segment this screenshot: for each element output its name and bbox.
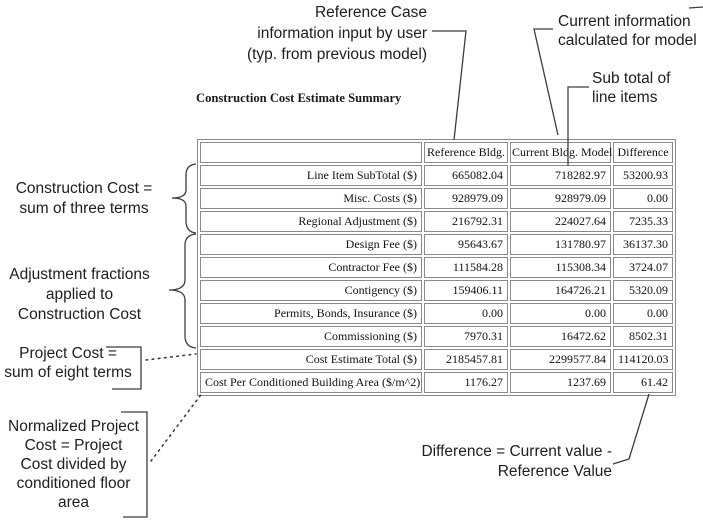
- annotation-normalized-cost: Normalized Project Cost = Project Cost d…: [8, 418, 139, 511]
- annotation-current-info: Current information calculated for model: [558, 13, 697, 49]
- corner-cell: [200, 142, 422, 163]
- table-row: Permits, Bonds, Insurance ($) 0.00 0.00 …: [200, 303, 673, 324]
- col-header-difference: Difference: [613, 142, 673, 163]
- difference-value-cell: 8502.31: [613, 326, 673, 347]
- col-header-reference: Reference Bldg.: [424, 142, 508, 163]
- row-label-cell: Regional Adjustment ($): [200, 211, 422, 232]
- annotation-project-cost: Project Cost = sum of eight terms: [4, 345, 132, 381]
- reference-value-cell: 2185457.81: [424, 349, 508, 370]
- brace-construction-cost: [171, 163, 197, 234]
- table-row: Regional Adjustment ($) 216792.31 224027…: [200, 211, 673, 232]
- row-label-cell: Commissioning ($): [200, 326, 422, 347]
- table-row: Contigency ($) 159406.11 164726.21 5320.…: [200, 280, 673, 301]
- reference-value-cell: 928979.09: [424, 188, 508, 209]
- annotation-difference: Difference = Current value - Reference V…: [421, 443, 612, 480]
- table-header-row: Reference Bldg. Current Bldg. Model Diff…: [200, 142, 673, 163]
- callout-line-difference: [612, 393, 650, 465]
- difference-value-cell: 5320.09: [613, 280, 673, 301]
- annotation-subtotal: Sub total of line items: [592, 70, 671, 106]
- difference-value-cell: 3724.07: [613, 257, 673, 278]
- reference-value-cell: 7970.31: [424, 326, 508, 347]
- difference-value-cell: 61.42: [613, 372, 673, 393]
- table-row: Contractor Fee ($) 111584.28 115308.34 3…: [200, 257, 673, 278]
- annotation-adjustment-fractions: Adjustment fractions applied to Construc…: [9, 266, 150, 323]
- difference-value-cell: 114120.03: [613, 349, 673, 370]
- row-label-cell: Contractor Fee ($): [200, 257, 422, 278]
- reference-value-cell: 216792.31: [424, 211, 508, 232]
- table-row: Commissioning ($) 7970.31 16472.62 8502.…: [200, 326, 673, 347]
- table-row: Cost Estimate Total ($) 2185457.81 22995…: [200, 349, 673, 370]
- difference-value-cell: 53200.93: [613, 165, 673, 186]
- row-label-cell: Design Fee ($): [200, 234, 422, 255]
- reference-value-cell: 159406.11: [424, 280, 508, 301]
- difference-value-cell: 0.00: [613, 303, 673, 324]
- current-value-cell: 16472.62: [510, 326, 611, 347]
- table-title: Construction Cost Estimate Summary: [196, 91, 402, 105]
- row-label-cell: Contigency ($): [200, 280, 422, 301]
- current-value-cell: 0.00: [510, 303, 611, 324]
- current-value-cell: 718282.97: [510, 165, 611, 186]
- difference-value-cell: 0.00: [613, 188, 673, 209]
- callout-line-current-info: [533, 28, 559, 136]
- current-value-cell: 928979.09: [510, 188, 611, 209]
- row-label-cell: Line Item SubTotal ($): [200, 165, 422, 186]
- current-value-cell: 224027.64: [510, 211, 611, 232]
- col-header-current: Current Bldg. Model: [510, 142, 612, 163]
- row-label-cell: Misc. Costs ($): [200, 188, 422, 209]
- annotation-construction-cost: Construction Cost = sum of three terms: [15, 180, 153, 217]
- reference-value-cell: 665082.04: [424, 165, 508, 186]
- difference-value-cell: 7235.33: [613, 211, 673, 232]
- current-value-cell: 1237.69: [510, 372, 611, 393]
- line-fragment-top-right: [688, 6, 703, 9]
- table-row: Misc. Costs ($) 928979.09 928979.09 0.00: [200, 188, 673, 209]
- reference-value-cell: 95643.67: [424, 234, 508, 255]
- current-value-cell: 164726.21: [510, 280, 611, 301]
- current-value-cell: 131780.97: [510, 234, 611, 255]
- brace-adjustment-fractions: [168, 233, 197, 349]
- cost-summary-table: Reference Bldg. Current Bldg. Model Diff…: [197, 139, 676, 396]
- table-row: Design Fee ($) 95643.67 131780.97 36137.…: [200, 234, 673, 255]
- difference-value-cell: 36137.30: [613, 234, 673, 255]
- table-row: Line Item SubTotal ($) 665082.04 718282.…: [200, 165, 673, 186]
- reference-value-cell: 0.00: [424, 303, 508, 324]
- reference-value-cell: 1176.27: [424, 372, 508, 393]
- table-row: Cost Per Conditioned Building Area ($/m^…: [200, 372, 673, 393]
- callout-line-reference-case: [432, 30, 467, 141]
- row-label-cell: Cost Estimate Total ($): [200, 349, 422, 370]
- reference-value-cell: 111584.28: [424, 257, 508, 278]
- annotation-reference-case: Reference Case information input by user…: [246, 4, 427, 63]
- dotted-line-project-cost: [145, 353, 197, 361]
- current-value-cell: 2299577.84: [510, 349, 611, 370]
- current-value-cell: 115308.34: [510, 257, 611, 278]
- dotted-line-normalized-cost: [150, 391, 204, 462]
- row-label-cell: Cost Per Conditioned Building Area ($/m^…: [200, 372, 422, 393]
- row-label-cell: Permits, Bonds, Insurance ($): [200, 303, 422, 324]
